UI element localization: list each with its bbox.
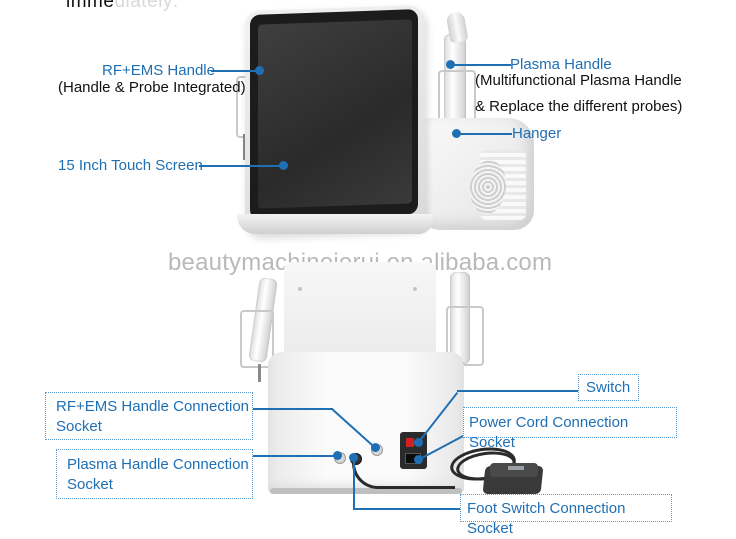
touch-screen-marker bbox=[279, 161, 288, 170]
foot-pedal-top bbox=[490, 463, 538, 477]
rf-ems-socket-label-box: RF+EMS Handle Connection Socket bbox=[45, 392, 253, 440]
plasma-socket-marker bbox=[333, 451, 342, 460]
hanger-leader-line bbox=[458, 133, 512, 135]
plasma-handle-desc-line2: & Replace the different probes) bbox=[475, 98, 683, 115]
rf-ems-handle-marker bbox=[255, 66, 264, 75]
switch-leader-h bbox=[457, 390, 579, 392]
plasma-socket-label-line1: Plasma Handle Connection bbox=[67, 456, 249, 473]
plasma-handle-label: Plasma Handle bbox=[510, 56, 612, 73]
plasma-handle-marker bbox=[446, 60, 455, 69]
rf-ems-handle-sublabel: (Handle & Probe Integrated) bbox=[58, 79, 246, 96]
back-base bbox=[270, 488, 462, 494]
plasma-handle-image bbox=[444, 34, 466, 134]
power-cord-socket-label-box: Power Cord Connection Socket bbox=[463, 407, 677, 451]
plasma-socket-leader-line bbox=[253, 455, 335, 457]
back-left-stem bbox=[258, 364, 261, 382]
foot-switch-cable bbox=[352, 462, 455, 489]
rf-ems-stem bbox=[243, 134, 246, 160]
header-fragment-visible: imme bbox=[66, 0, 115, 12]
screen-base bbox=[237, 214, 433, 234]
back-right-holder bbox=[446, 306, 484, 366]
foot-switch-socket-marker bbox=[349, 453, 358, 462]
touch-screen-display bbox=[258, 19, 412, 209]
header-fragment-faded: diately: bbox=[114, 0, 179, 12]
foot-pedal-label-plate bbox=[508, 466, 524, 470]
power-switch-icon bbox=[406, 438, 414, 447]
back-left-holder bbox=[240, 310, 274, 368]
rf-ems-socket-label-line1: RF+EMS Handle Connection bbox=[56, 398, 250, 415]
switch-label: Switch bbox=[586, 379, 631, 396]
rf-ems-handle-label: RF+EMS Handle bbox=[102, 62, 215, 79]
plasma-handle-desc-line1: (Multifunctional Plasma Handle bbox=[475, 72, 682, 89]
plasma-socket-label-box: Plasma Handle Connection Socket bbox=[56, 449, 253, 499]
back-panel-hole-right bbox=[413, 287, 417, 291]
foot-switch-leader-h bbox=[353, 508, 461, 510]
switch-label-box: Switch bbox=[578, 374, 639, 401]
plasma-socket-label-line2: Socket bbox=[67, 476, 113, 493]
rf-ems-socket-leader-h bbox=[253, 408, 333, 410]
foot-switch-socket-label-box: Foot Switch Connection Socket bbox=[460, 494, 672, 537]
rf-ems-socket-label-line2: Socket bbox=[56, 418, 102, 435]
rf-ems-socket-marker bbox=[371, 443, 380, 452]
back-right-handle-image bbox=[450, 272, 470, 364]
touch-screen-label: 15 Inch Touch Screen bbox=[58, 157, 203, 174]
hanger-label: Hanger bbox=[512, 125, 562, 142]
power-cord-socket-label: Power Cord Connection Socket bbox=[469, 414, 629, 451]
foot-switch-leader-v bbox=[353, 458, 355, 510]
touch-screen-leader-line bbox=[199, 165, 283, 167]
plasma-handle-tip bbox=[445, 10, 469, 44]
back-panel-hole-left bbox=[298, 287, 302, 291]
header-text-fragment: immediately: bbox=[66, 0, 179, 13]
foot-switch-socket-label: Foot Switch Connection Socket bbox=[467, 500, 626, 537]
plasma-handle-leader-line bbox=[451, 64, 511, 66]
rf-ems-handle-leader-line bbox=[211, 70, 259, 72]
hanger-marker bbox=[452, 129, 461, 138]
